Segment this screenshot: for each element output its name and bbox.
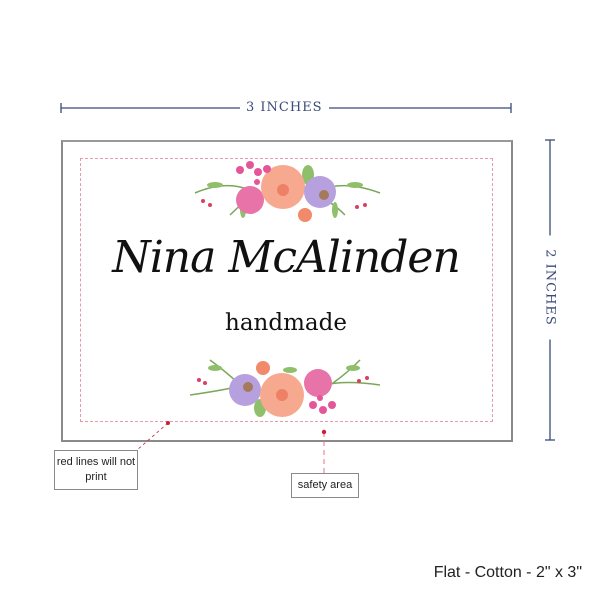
bottom-floral-bouquet-icon (189, 359, 381, 417)
width-dimension-label: 3 INCHES (240, 100, 329, 115)
top-floral-bouquet-icon (194, 161, 381, 222)
product-description: Flat - Cotton - 2" x 3" (433, 564, 582, 581)
safety-area-outline (80, 158, 493, 422)
red-lines-callout: red lines will not print (54, 450, 138, 490)
name-text: Nina McAlinden (112, 232, 461, 283)
safety-area-callout: safety area (291, 473, 359, 498)
subtitle-text: handmade (225, 310, 347, 336)
